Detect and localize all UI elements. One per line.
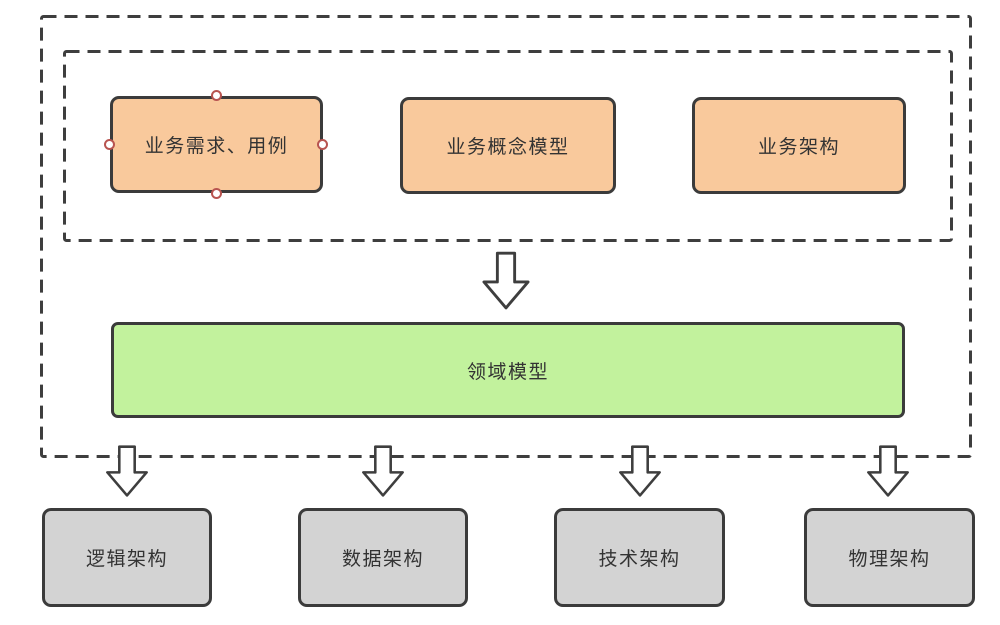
shape-data-architecture[interactable]: 数据架构 [298, 508, 468, 607]
shape-logical-architecture[interactable]: 逻辑架构 [42, 508, 212, 607]
selection-handle-right[interactable] [317, 139, 328, 150]
shape-label: 数据架构 [341, 549, 424, 570]
shape-business-requirements[interactable]: 业务需求、用例 [110, 96, 323, 193]
shape-label: 业务概念模型 [446, 137, 570, 158]
shape-label: 业务需求、用例 [144, 136, 289, 157]
down-arrow-logical[interactable] [105, 445, 149, 498]
selection-handle-top[interactable] [211, 90, 222, 101]
shape-label: 技术架构 [598, 549, 681, 570]
selection-handle-bottom[interactable] [211, 188, 222, 199]
shape-label: 逻辑架构 [85, 549, 168, 570]
shape-label: 业务架构 [757, 137, 840, 158]
down-arrow-tech[interactable] [618, 445, 662, 498]
shape-business-concept-model[interactable]: 业务概念模型 [400, 97, 616, 194]
shape-business-architecture[interactable]: 业务架构 [692, 97, 906, 194]
down-arrow-data[interactable] [361, 445, 405, 498]
shape-domain-model[interactable]: 领域模型 [111, 322, 905, 418]
inner-dashed-group[interactable] [63, 50, 953, 242]
selection-handle-left[interactable] [104, 139, 115, 150]
shape-tech-architecture[interactable]: 技术架构 [554, 508, 725, 607]
down-arrow-main[interactable] [482, 251, 530, 311]
shape-physical-architecture[interactable]: 物理架构 [804, 508, 975, 607]
shape-label: 领域模型 [466, 361, 549, 383]
down-arrow-physical[interactable] [866, 445, 910, 498]
outer-dashed-group[interactable] [40, 15, 972, 458]
shape-label: 物理架构 [848, 549, 931, 570]
